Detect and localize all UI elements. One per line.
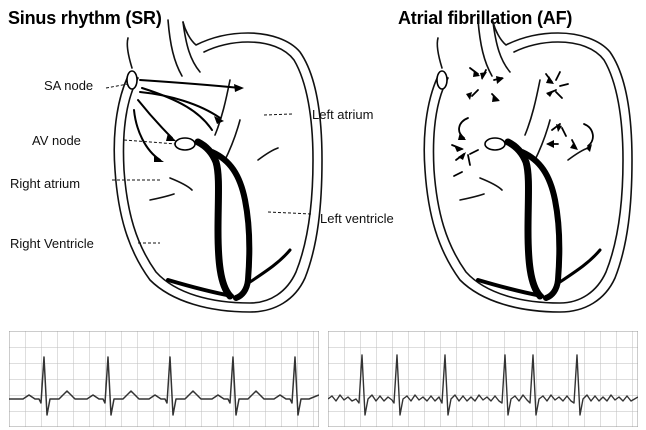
ecg-strip-atrial-fibrillation: [328, 331, 638, 427]
label-right-ventricle: Right Ventricle: [10, 236, 94, 251]
label-av-node: AV node: [32, 133, 81, 148]
label-left-ventricle: Left ventricle: [320, 211, 394, 226]
heart-diagram-atrial-fibrillation: [0, 0, 646, 330]
label-sa-node: SA node: [44, 78, 93, 93]
label-left-atrium: Left atrium: [312, 107, 373, 122]
ecg-strip-sinus-rhythm: [9, 331, 319, 427]
label-right-atrium: Right atrium: [10, 176, 80, 191]
